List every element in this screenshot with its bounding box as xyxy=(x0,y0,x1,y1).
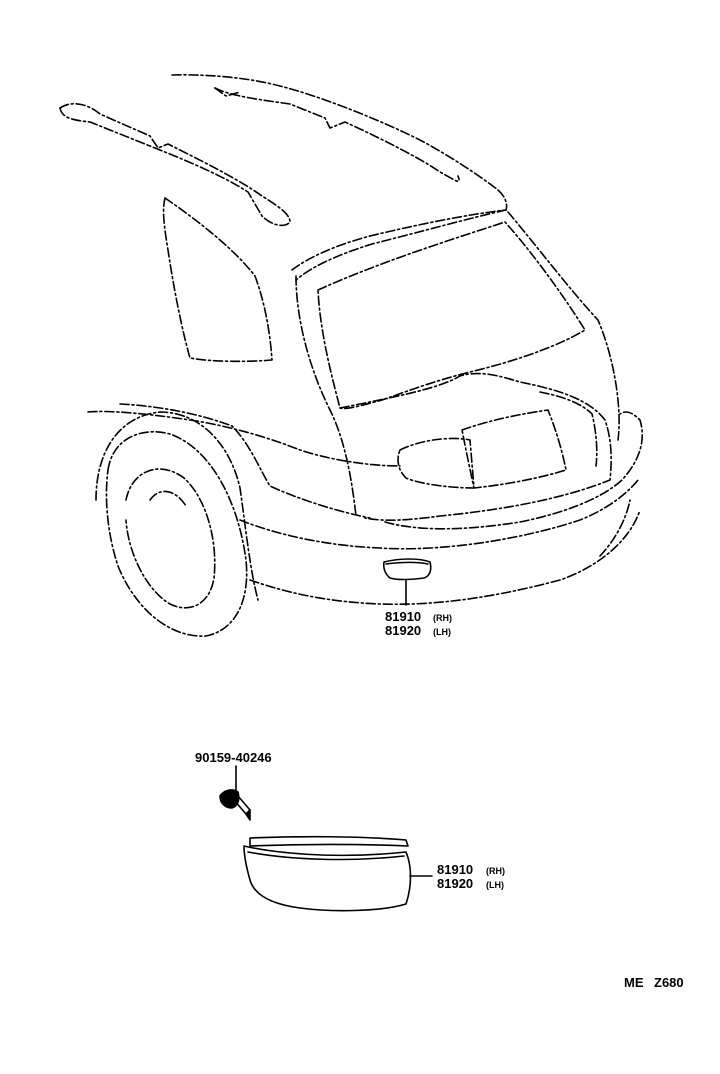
hatch-outline xyxy=(339,372,612,521)
upper-side-rh: (RH) xyxy=(433,613,452,623)
upper-part-rh: 81910 xyxy=(385,609,421,624)
rear-bumper-top xyxy=(239,479,639,550)
quarter-window xyxy=(162,197,273,363)
body-side-line-2 xyxy=(119,403,371,519)
upper-callout: 81910 (RH) 81920 (LH) xyxy=(385,609,452,638)
reflector-lens-top xyxy=(249,835,409,847)
hatch-side-right xyxy=(507,211,620,441)
reflector-lens-face xyxy=(247,851,405,861)
hatch-handle-area xyxy=(397,437,475,489)
lower-callout: 81910 (RH) 81920 (LH) xyxy=(437,862,505,891)
rear-tire-inner xyxy=(125,468,216,609)
hatch-side-left xyxy=(295,275,357,517)
rear-tire xyxy=(105,430,248,637)
lower-side-rh: (RH) xyxy=(486,866,505,876)
figure-code-left: ME xyxy=(624,975,644,990)
rear-tire-hub xyxy=(149,490,187,507)
screw-part: 90159-40246 xyxy=(195,750,272,821)
body-side-line xyxy=(87,410,401,467)
license-plate-area xyxy=(461,409,567,489)
roof-rail-left-lower xyxy=(59,107,151,147)
reflector-on-vehicle xyxy=(382,558,432,606)
upper-side-lh: (LH) xyxy=(433,627,451,637)
figure-code-right: Z680 xyxy=(654,975,684,990)
roof-rail-right-lower xyxy=(214,87,460,183)
figure-code: ME Z680 xyxy=(624,975,684,990)
hatch-recess-right xyxy=(539,391,598,467)
roof-rail-clip-1 xyxy=(214,87,241,97)
lower-part-rh: 81910 xyxy=(437,862,473,877)
screw-part-number: 90159-40246 xyxy=(195,750,272,765)
vehicle-rear-outline xyxy=(59,74,644,637)
lower-side-lh: (LH) xyxy=(486,880,504,890)
roof-rail-left xyxy=(59,102,291,227)
screw-icon xyxy=(219,789,251,821)
reflector-lens-body xyxy=(243,845,412,912)
reflector-lens xyxy=(243,835,433,912)
wheel-arch xyxy=(95,411,259,601)
upper-part-lh: 81920 xyxy=(385,623,421,638)
lower-part-lh: 81920 xyxy=(437,876,473,891)
rear-bumper-lower xyxy=(249,509,641,606)
roof-spoiler-lower xyxy=(295,209,507,281)
rear-bumper-edge xyxy=(599,499,631,557)
rear-bumper xyxy=(384,411,644,530)
roof-rail-right xyxy=(171,74,499,191)
roof-spoiler xyxy=(291,189,508,271)
